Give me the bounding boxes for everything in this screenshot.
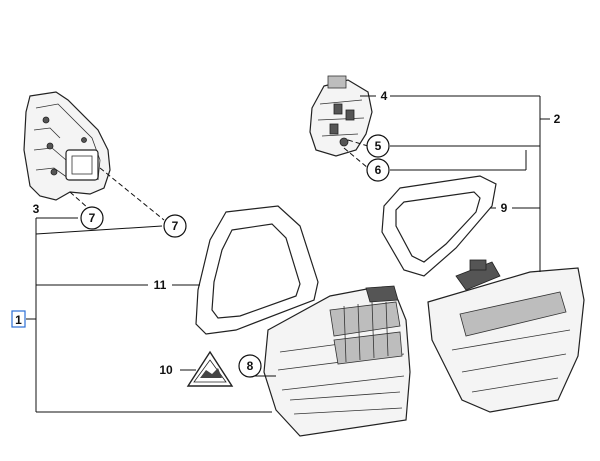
- callout-7a-text: 7: [89, 211, 96, 225]
- callout-6[interactable]: 6: [366, 158, 390, 182]
- callout-7b[interactable]: 7: [163, 214, 187, 238]
- gasket-part-11[interactable]: [195, 205, 319, 335]
- label-11[interactable]: 11: [154, 278, 167, 292]
- label-9[interactable]: 9: [501, 201, 508, 215]
- leader-3-to-7b: [35, 225, 163, 235]
- label-4[interactable]: 4: [381, 89, 388, 103]
- label-2[interactable]: 2: [554, 112, 561, 126]
- callout-5-text: 5: [375, 139, 382, 153]
- bulb-holder-part[interactable]: [23, 91, 111, 201]
- inner-tail-light-part[interactable]: [427, 259, 585, 413]
- callout-8-text: 8: [247, 359, 254, 373]
- warning-triangle-icon[interactable]: [186, 350, 234, 387]
- leader-5-dash: [347, 139, 369, 147]
- leader-7b-dash: [99, 167, 165, 221]
- callout-7a[interactable]: 7: [80, 206, 104, 230]
- callout-6-text: 6: [375, 163, 382, 177]
- outer-tail-light-part[interactable]: [263, 285, 411, 437]
- leader-7a-dash: [69, 191, 89, 209]
- label-1: 1: [15, 313, 22, 327]
- socket-module-part[interactable]: [309, 75, 373, 157]
- callout-5[interactable]: 5: [366, 134, 390, 158]
- callout-8[interactable]: 8: [238, 354, 262, 378]
- leader-6-dash: [343, 147, 369, 169]
- label-10[interactable]: 10: [159, 363, 173, 377]
- label-3[interactable]: 3: [33, 202, 40, 216]
- gasket-part-9[interactable]: [381, 175, 497, 277]
- label-1-highlight[interactable]: 1: [11, 310, 26, 328]
- callout-7b-text: 7: [172, 219, 179, 233]
